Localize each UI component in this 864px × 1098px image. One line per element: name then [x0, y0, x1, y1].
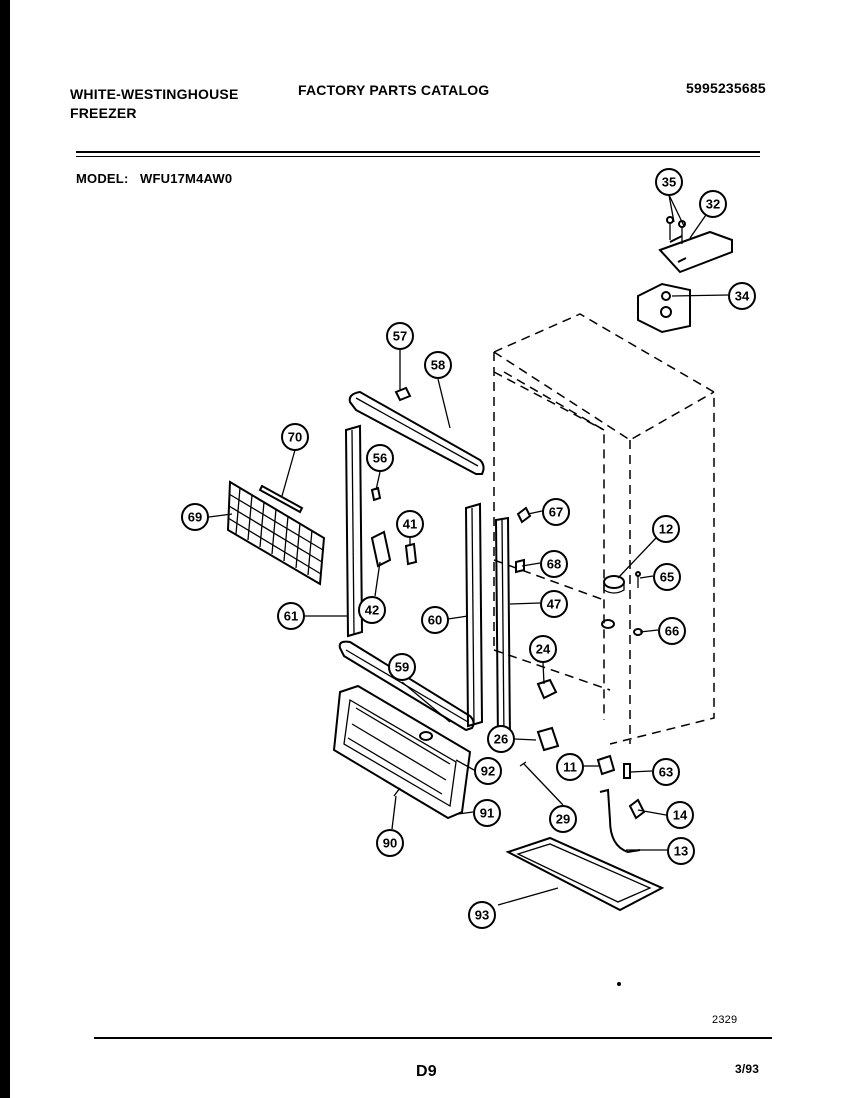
brand-name: WHITE-WESTINGHOUSE [70, 86, 239, 102]
callout-11: 11 [556, 753, 584, 781]
svg-text:14: 14 [673, 808, 688, 823]
svg-text:13: 13 [674, 844, 688, 859]
svg-text:59: 59 [395, 660, 409, 675]
catalog-number: 5995235685 [686, 80, 766, 96]
exploded-parts-diagram: 35 32 34 57 58 70 56 41 69 67 12 68 65 4… [181, 168, 756, 986]
svg-text:61: 61 [284, 609, 298, 624]
gasket-left [344, 424, 364, 638]
header-rule-bottom [76, 156, 760, 157]
svg-text:93: 93 [475, 908, 489, 923]
drain-pan [505, 836, 665, 912]
svg-text:35: 35 [662, 175, 676, 190]
wire-rack [226, 480, 326, 586]
product-type: FREEZER [70, 105, 137, 121]
drain-parts [519, 678, 646, 854]
svg-text:32: 32 [706, 197, 720, 212]
callout-26: 26 [487, 725, 515, 753]
callout-59: 59 [388, 653, 416, 681]
svg-text:34: 34 [735, 289, 750, 304]
callout-13: 13 [667, 837, 695, 865]
svg-text:11: 11 [563, 760, 577, 775]
callout-24: 24 [529, 635, 557, 663]
callout-47: 47 [540, 590, 568, 618]
callout-58: 58 [424, 351, 452, 379]
callout-63: 63 [652, 758, 680, 786]
top-hinge-assembly [637, 216, 733, 334]
svg-text:67: 67 [549, 505, 563, 520]
callout-65: 65 [653, 563, 681, 591]
svg-text:70: 70 [288, 430, 302, 445]
callout-57: 57 [386, 322, 414, 350]
header-rule-top [76, 151, 760, 153]
callout-42: 42 [358, 596, 386, 624]
catalog-title: FACTORY PARTS CATALOG [298, 82, 490, 98]
svg-text:42: 42 [365, 603, 379, 618]
svg-text:65: 65 [660, 570, 674, 585]
stray-dot [617, 982, 621, 986]
gasket-right [464, 502, 512, 744]
svg-text:26: 26 [494, 732, 508, 747]
svg-text:63: 63 [659, 765, 673, 780]
svg-text:56: 56 [373, 451, 387, 466]
callout-67: 67 [542, 498, 570, 526]
svg-text:92: 92 [481, 764, 495, 779]
svg-text:66: 66 [665, 624, 679, 639]
svg-text:60: 60 [428, 613, 442, 628]
model-label: MODEL: [76, 171, 129, 186]
svg-text:12: 12 [659, 522, 673, 537]
gasket-top [348, 386, 485, 475]
callout-56: 56 [366, 444, 394, 472]
callout-34: 34 [728, 282, 756, 310]
callout-69: 69 [181, 503, 209, 531]
svg-text:57: 57 [393, 329, 407, 344]
svg-text:91: 91 [480, 806, 494, 821]
callout-41: 41 [396, 510, 424, 538]
fasteners [515, 506, 643, 636]
model-number: WFU17M4AW0 [140, 171, 233, 186]
bottom-grille [332, 684, 472, 820]
callout-66: 66 [658, 617, 686, 645]
catalog-page: WHITE-WESTINGHOUSE FREEZER FACTORY PARTS… [10, 0, 864, 1098]
callout-61: 61 [277, 602, 305, 630]
callout-35: 35 [655, 168, 683, 196]
callout-29: 29 [549, 805, 577, 833]
footer-rule [94, 1037, 772, 1039]
page-code: D9 [416, 1063, 437, 1080]
svg-text:47: 47 [547, 597, 561, 612]
callout-32: 32 [699, 190, 727, 218]
callout-91: 91 [473, 799, 501, 827]
callout-93: 93 [468, 901, 496, 929]
svg-text:41: 41 [403, 517, 417, 532]
callout-92: 92 [474, 757, 502, 785]
cabinet-outline [493, 313, 715, 745]
revision-date: 3/93 [735, 1062, 760, 1076]
svg-text:29: 29 [556, 812, 570, 827]
drawing-number: 2329 [712, 1014, 738, 1026]
svg-text:58: 58 [431, 358, 445, 373]
callout-70: 70 [281, 423, 309, 451]
svg-text:69: 69 [188, 510, 202, 525]
svg-text:24: 24 [536, 642, 551, 657]
svg-text:68: 68 [547, 557, 561, 572]
leader-lines [208, 194, 729, 906]
callout-90: 90 [376, 829, 404, 857]
callout-60: 60 [421, 606, 449, 634]
svg-text:90: 90 [383, 836, 397, 851]
callout-68: 68 [540, 550, 568, 578]
callout-12: 12 [652, 515, 680, 543]
callout-14: 14 [666, 801, 694, 829]
